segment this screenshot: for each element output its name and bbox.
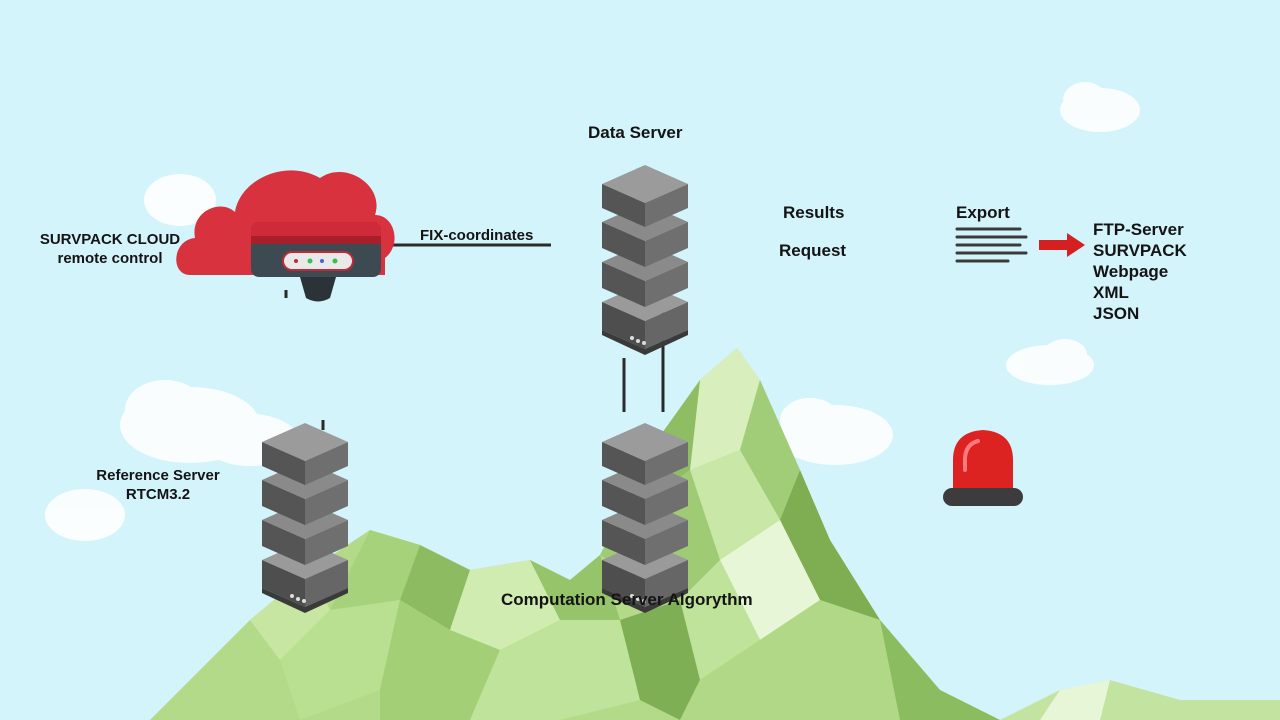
mountain: [150, 348, 1280, 720]
request-label: Request: [779, 241, 847, 260]
export-target-json: JSON: [1093, 304, 1140, 323]
reference-server-protocol: RTCM3.2: [125, 486, 191, 503]
reference-server-label: Reference Server RTCM3.2: [78, 466, 238, 504]
export-target-ftp: FTP-Server: [1093, 220, 1184, 239]
fix-coordinates-label: FIX-coordinates: [420, 227, 534, 244]
export-target-webpage: Webpage: [1093, 262, 1169, 281]
survpack-cloud-subtitle: remote control: [57, 250, 163, 267]
survpack-cloud-title: SURVPACK CLOUD: [39, 231, 181, 248]
results-label: Results: [783, 203, 845, 222]
reference-server-icon: [262, 423, 348, 613]
list-lines-icon: [955, 227, 1028, 263]
data-server-label: Data Server: [588, 123, 683, 142]
survpack-cloud-label: SURVPACK CLOUD remote control: [30, 230, 190, 268]
data-server-icon: [602, 165, 688, 355]
computation-server-label: Computation Server Algorythm: [501, 590, 753, 609]
red-beacon-icon: [943, 430, 1023, 506]
export-label: Export: [956, 203, 1010, 222]
white-cloud-icon: [45, 82, 1140, 541]
computation-server-icon: [602, 423, 688, 613]
export-target-survpack: SURVPACK: [1093, 241, 1187, 260]
export-targets-list: FTP-Server SURVPACK Webpage XML JSON: [1093, 219, 1187, 324]
export-target-xml: XML: [1093, 283, 1129, 302]
reference-server-title: Reference Server: [96, 467, 220, 484]
right-arrow-icon: [1039, 233, 1085, 257]
gnss-receiver-icon: [251, 222, 381, 302]
